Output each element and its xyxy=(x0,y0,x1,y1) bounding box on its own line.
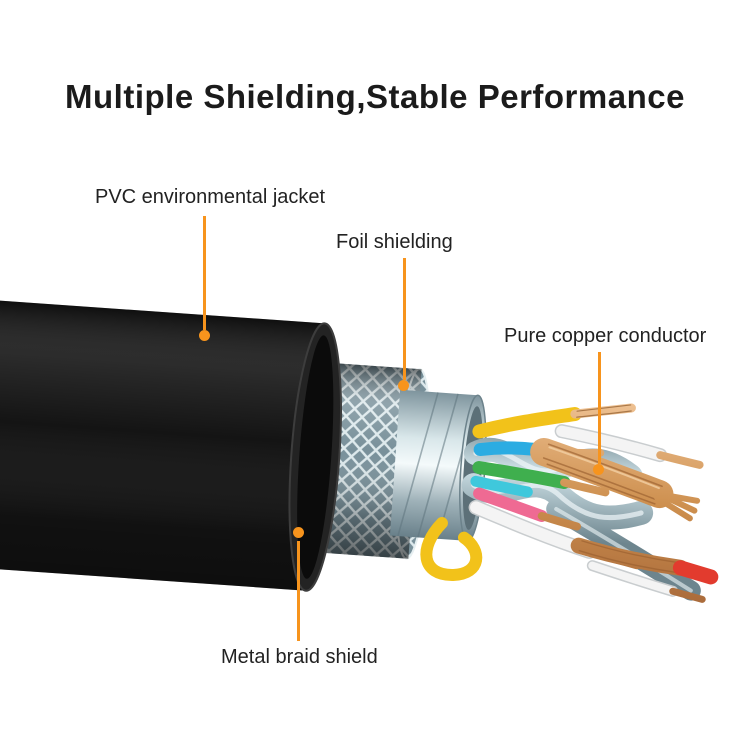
label-braid-shield: Metal braid shield xyxy=(221,646,378,668)
callout-line-pvc-jacket xyxy=(203,216,206,330)
label-pvc-jacket: PVC environmental jacket xyxy=(95,186,326,208)
callout-dot-pvc-jacket xyxy=(199,330,210,341)
copper-bundle-red-wire xyxy=(570,537,719,603)
wire-green xyxy=(472,460,610,497)
wire-yellow-loop xyxy=(420,517,483,581)
wire-cyan xyxy=(470,475,533,498)
wire-yellow xyxy=(472,403,636,439)
label-copper-conductor: Pure copper conductor xyxy=(504,325,707,347)
callout-line-braid-shield xyxy=(297,541,300,641)
page-title: Multiple Shielding,Stable Performance xyxy=(65,78,685,115)
callout-line-foil-shielding xyxy=(403,258,406,380)
callout-dot-copper-conductor xyxy=(593,464,604,475)
callout-dot-braid-shield xyxy=(293,527,304,538)
wire-white-top xyxy=(554,424,704,469)
wire-pink xyxy=(473,487,582,531)
pvc-jacket-layer xyxy=(0,298,342,592)
callout-dot-foil-shielding xyxy=(398,380,409,391)
label-foil-shielding: Foil shielding xyxy=(336,231,453,253)
copper-conductor-bundle xyxy=(530,437,701,522)
callout-line-copper-conductor xyxy=(598,352,601,464)
